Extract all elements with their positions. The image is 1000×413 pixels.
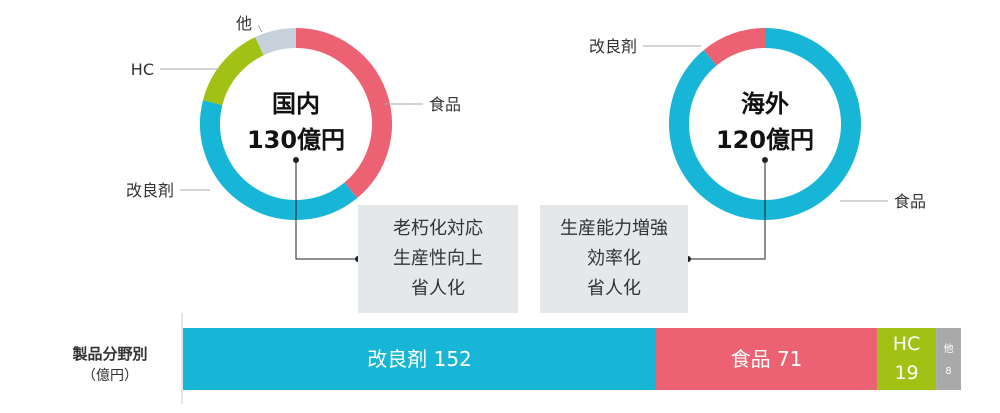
donut-center-title: 海外 [741,90,789,118]
overseas-initiative-1: 生産能力増強 [560,218,668,239]
domestic-initiative-3: 省人化 [411,278,465,299]
bar-label-4: 他 [944,342,954,355]
product-bar-chart: 改良剤 152 食品 71 HC 19 他 8 [181,313,961,404]
slice-label-2: 改良剤 [126,181,174,200]
donut-slice-2 [703,28,766,66]
donut-slice-2 [200,100,358,220]
donut-center-title: 国内 [272,90,320,118]
slice-label-4: 他 [236,14,252,33]
overseas-initiatives-box: 生産能力増強 効率化 省人化 [540,205,688,313]
donut-slice-3 [203,37,264,106]
slice-label-3: HC [131,60,154,79]
bar-segment-2 [656,328,877,390]
bar-label-2: 食品 71 [731,347,803,371]
bar-label-1: 改良剤 152 [367,347,472,371]
bar-value-3: 19 [894,362,918,384]
domestic-connector-dot-top [293,157,299,163]
donut-slice-1 [669,28,861,220]
domestic-initiative-1: 老朽化対応 [393,218,483,239]
overseas-connector [688,160,766,260]
donut-slice-4 [255,28,297,56]
slice-label-1: 食品 [429,95,461,114]
domestic-initiatives-box: 老朽化対応 生産性向上 省人化 [358,205,518,313]
donut-center-value: 130億円 [247,126,345,154]
donut-center-value: 120億円 [716,126,814,154]
domestic-connector [295,160,358,260]
domestic-initiative-2: 生産性向上 [393,248,483,269]
leader-line [257,24,263,33]
donut-slice-1 [295,28,392,198]
bar-row-label: 製品分野別 （億円） [40,343,180,387]
slice-label-2: 食品 [894,192,926,211]
bar-segment-3 [876,328,937,390]
connector-lines [293,157,768,262]
bar-label-3: HC [893,333,921,355]
bar-value-4: 8 [945,366,951,377]
bar-unit: （億円） [82,368,138,384]
overseas-initiative-2: 効率化 [587,248,641,269]
bar-segment-4 [936,328,961,390]
overseas-initiative-3: 省人化 [587,278,641,299]
bar-segment-1 [183,328,657,390]
slice-label-1: 改良剤 [589,37,637,56]
overseas-connector-dot-top [762,157,768,163]
bar-title: 製品分野別 [72,345,148,363]
